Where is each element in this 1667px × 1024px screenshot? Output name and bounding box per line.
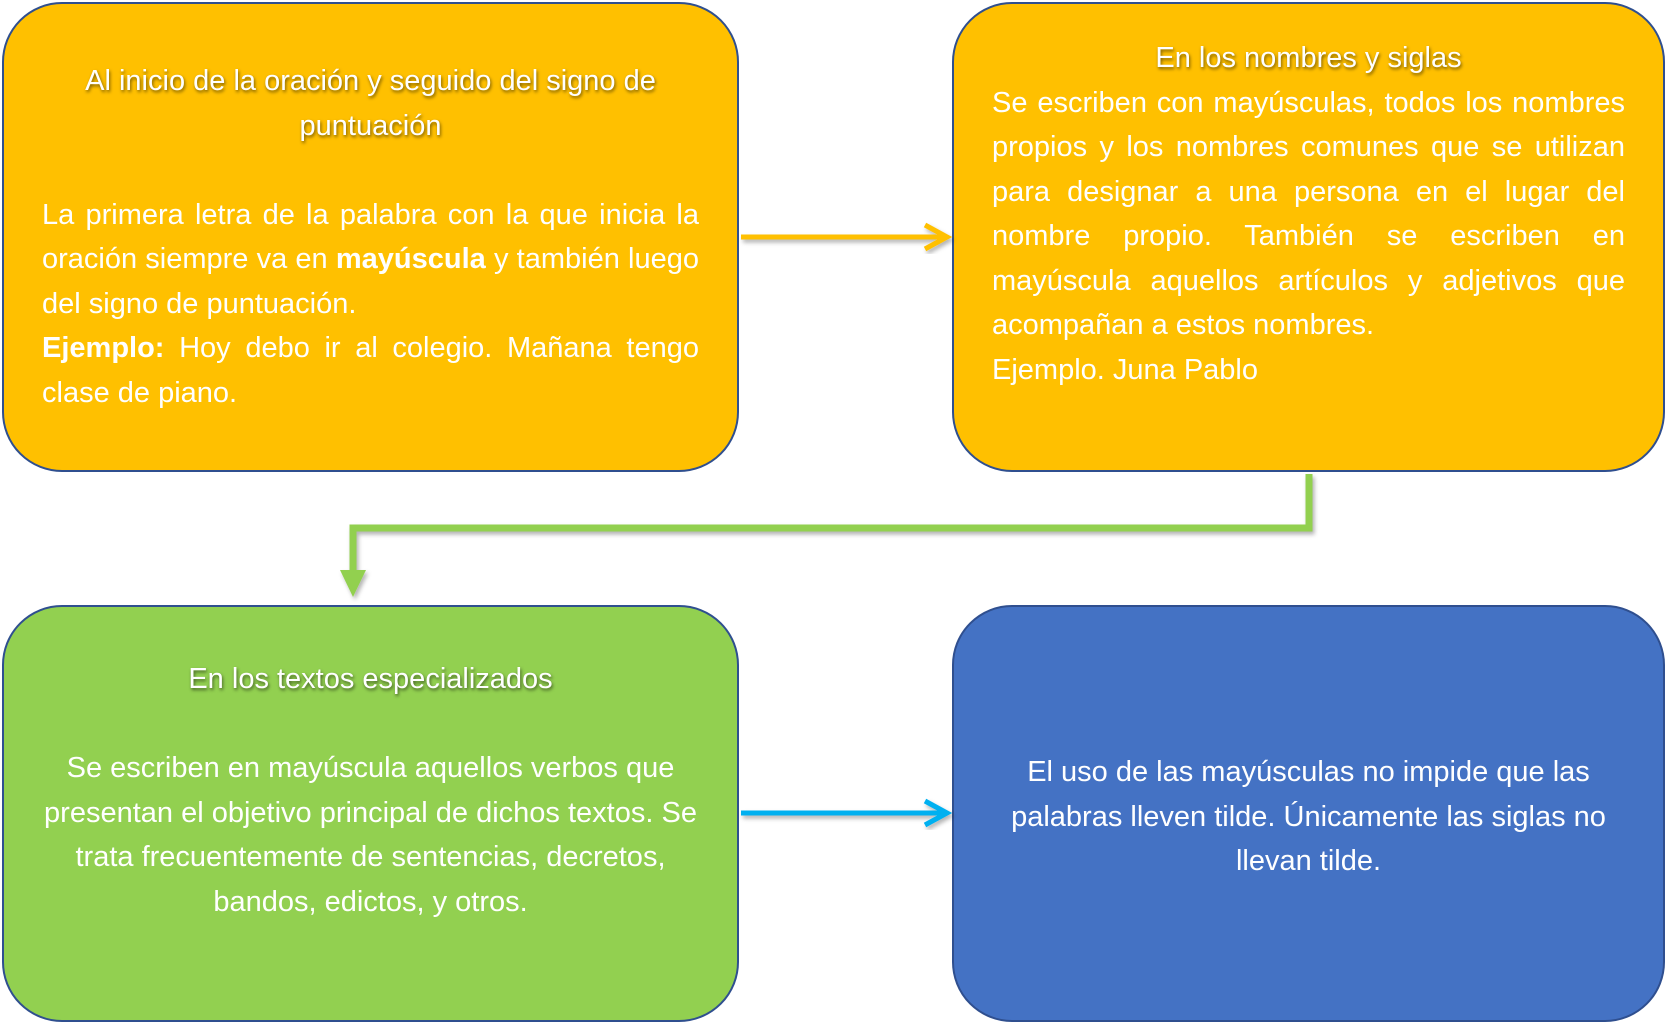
arrow-textos-to-tilde-head — [923, 798, 953, 828]
box-nombres-example: Ejemplo. Juna Pablo — [992, 353, 1258, 386]
arrow-nombres-to-textos-head — [340, 570, 366, 597]
box-nombres-text: Se escriben con mayúsculas, todos los no… — [992, 86, 1625, 342]
box-textos-text: Se escriben en mayúscula aquellos verbos… — [44, 752, 697, 918]
arrow-inicio-to-nombres — [741, 222, 953, 252]
arrow-nombres-to-textos — [340, 474, 1313, 597]
box-inicio-text-part2: y también luego del signo de puntuación. — [42, 243, 699, 320]
box-inicio-text: La primera letra de la palabra con la qu… — [42, 193, 699, 416]
arrow-textos-to-tilde — [741, 798, 953, 828]
box-inicio-title: Al inicio de la oración y seguido del si… — [85, 65, 656, 142]
box-nombres-title: En los nombres y siglas — [1155, 42, 1462, 74]
arrow-nombres-to-textos-line — [349, 474, 1313, 575]
box-textos-especializados: En los textos especializados Se escriben… — [2, 605, 739, 1022]
box-tilde-text: El uso de las mayúsculas no impide que l… — [1011, 756, 1606, 877]
box-inicio-text-part1: La primera letra de la palabra con la qu… — [42, 198, 699, 276]
box-uso-tilde: El uso de las mayúsculas no impide que l… — [952, 605, 1665, 1022]
arrow-inicio-to-nombres-head — [923, 222, 953, 252]
box-inicio-oracion: Al inicio de la oración y seguido del si… — [2, 2, 739, 472]
box-inicio-example-text: Hoy debo ir al colegio. Mañana tengo cla… — [42, 332, 699, 409]
box-nombres-siglas: En los nombres y siglas Se escriben con … — [952, 2, 1665, 472]
box-textos-title: En los textos especializados — [188, 663, 553, 695]
box-inicio-text-bold: mayúscula — [335, 243, 486, 275]
box-inicio-example-label: Ejemplo: — [42, 332, 165, 364]
